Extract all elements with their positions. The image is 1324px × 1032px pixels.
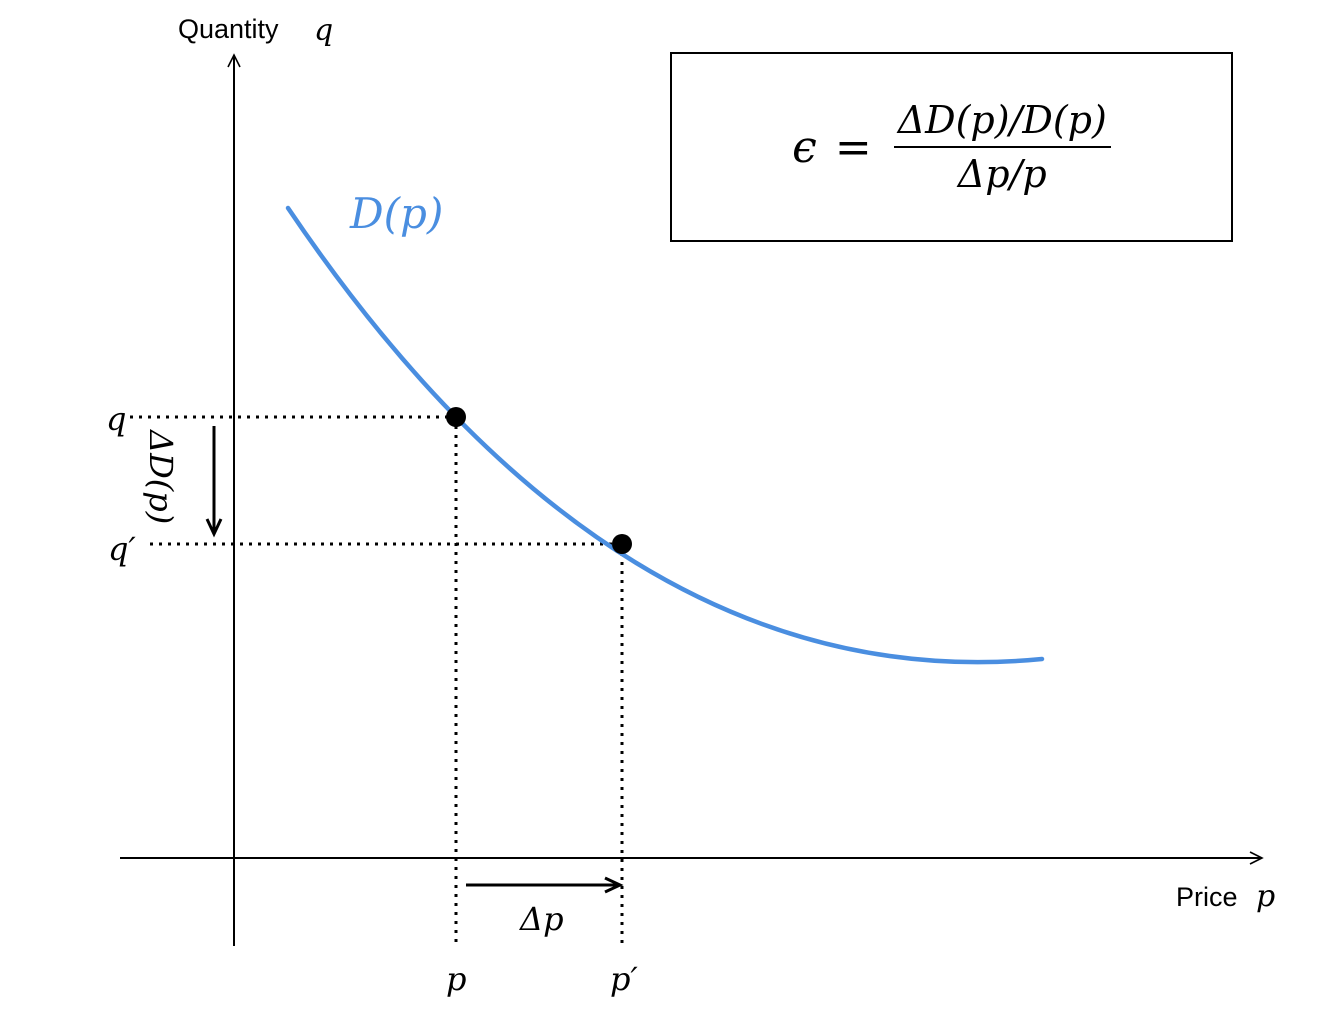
x-axis-label: Price [1176,882,1238,912]
q-label: q [106,400,126,438]
epsilon-symbol: ϵ [792,121,817,173]
formula-denominator: Δp/p [957,152,1047,196]
q-prime-label: q′ [108,530,136,568]
delta-p-label: Δp [518,900,564,938]
formula-numerator: ΔD(p)/D(p) [893,98,1111,148]
elasticity-formula: ϵ = ΔD(p)/D(p) Δp/p [672,54,1231,240]
point-p-q [446,407,466,427]
elasticity-formula-box: ϵ = ΔD(p)/D(p) Δp/p [670,52,1233,242]
p-prime-label: p′ [610,960,638,998]
formula-fraction: ΔD(p)/D(p) Δp/p [893,98,1111,196]
x-axis-symbol: p [1256,879,1275,914]
p-label: p [446,960,466,998]
point-p-prime-q-prime [612,534,632,554]
equals-sign: = [834,121,872,173]
demand-curve [285,205,1045,665]
y-axis-symbol: q [314,13,333,48]
y-axis-label: Quantity [178,14,279,44]
demand-curve-label: D(p) [349,189,443,238]
delta-d-label: ΔD(p) [142,428,180,524]
